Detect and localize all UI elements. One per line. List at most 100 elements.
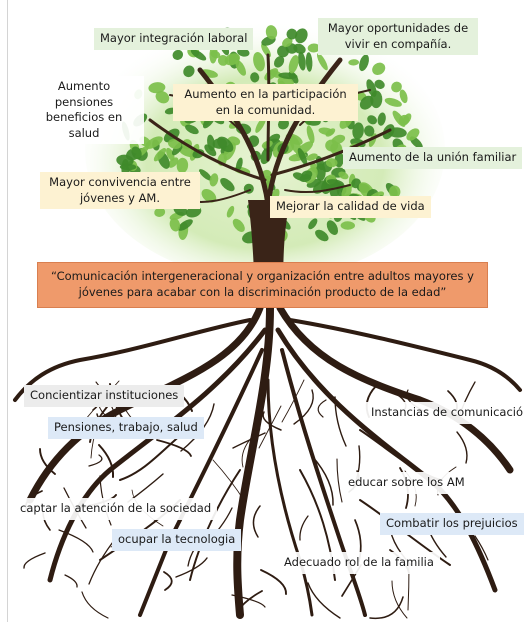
rootlet [262,411,282,431]
root [276,304,514,474]
root [275,327,498,593]
leaf [232,218,245,232]
leaf [278,118,289,130]
benefit-label: Mejorar la calidad de vida [270,196,431,218]
leaf [176,157,189,174]
page-border [7,0,8,622]
leaf [406,128,420,141]
leaf [166,147,175,161]
leaf [235,157,243,172]
benefit-label: Aumento de la unión familiar [343,147,523,169]
leaf [387,127,407,138]
leaf [131,146,142,160]
leaf [253,52,265,72]
leaf [250,72,260,83]
leaf [226,205,235,218]
benefit-label: Mayor integración laboral [94,28,254,50]
branch [148,118,267,182]
leaf [359,54,369,72]
leaf [292,172,306,181]
leaf [199,169,212,181]
leaf [340,221,355,230]
leaf [325,158,338,168]
leaf [305,52,313,72]
leaf [359,95,374,110]
leaf [370,90,383,109]
leaf [367,115,378,125]
leaf [282,37,293,48]
rootlet [252,505,261,538]
root-label: Pensiones, trabajo, salud [48,417,204,439]
leaf [307,43,321,53]
leaf [288,55,299,74]
leaf [338,171,349,180]
leaf [331,134,346,145]
root [13,318,252,402]
leaf [277,45,289,58]
root-label: captar la atención de la sociedad [14,498,218,520]
rootlet [336,458,343,503]
leaf [209,173,219,187]
rootlet [299,515,309,541]
root-label: Concientizar instituciones [24,385,185,407]
leaf [374,79,385,90]
rootlet [156,439,192,457]
leaf [154,207,166,217]
leaf [273,56,285,68]
leaf [298,51,306,71]
rootlet [474,535,489,561]
rootlet [64,574,78,588]
root [280,348,367,617]
rootlet [391,580,408,619]
rootlet [260,569,287,595]
leaf [183,65,195,78]
leaf [148,82,166,94]
leaf [297,148,308,165]
rootlet [236,590,263,613]
rootlet [232,432,266,449]
rootlet [311,455,334,506]
leaf [398,114,410,126]
tree-roots [13,304,522,620]
rootlet [281,379,305,423]
rootlet [307,582,341,619]
leaf [265,25,278,40]
leaf [168,139,182,149]
leaf [201,189,217,203]
leaf [153,148,167,162]
leaf [352,122,364,140]
rootlet [317,399,327,418]
root [266,378,314,617]
leaf [220,177,235,192]
leaf [326,179,344,187]
rootlet [369,596,404,620]
leaf [119,163,137,171]
rootlet [39,448,56,475]
leaf [391,81,402,93]
root-label: ocupar la tecnologia [112,529,242,551]
leaf [388,185,401,198]
leaf [317,53,328,71]
rootlet [23,552,46,569]
rootlet [175,557,208,578]
root [26,304,264,504]
leaf [185,124,199,135]
leaf [306,153,318,161]
rootlet [98,444,115,478]
leaf [155,91,170,104]
leaf [172,49,184,60]
leaf [326,220,339,235]
branch [270,128,392,177]
leaf [308,218,318,230]
rootlet [293,389,314,425]
root-label: Adecuado rol de la familia [278,552,440,574]
rootlet [258,405,282,449]
leaf [237,48,250,57]
leaf [278,72,298,80]
leaf [315,163,326,181]
root-label: Combatir los prejuicios [380,513,524,535]
rootlet [241,428,261,468]
rootlet [231,594,266,608]
leaf [185,206,202,218]
